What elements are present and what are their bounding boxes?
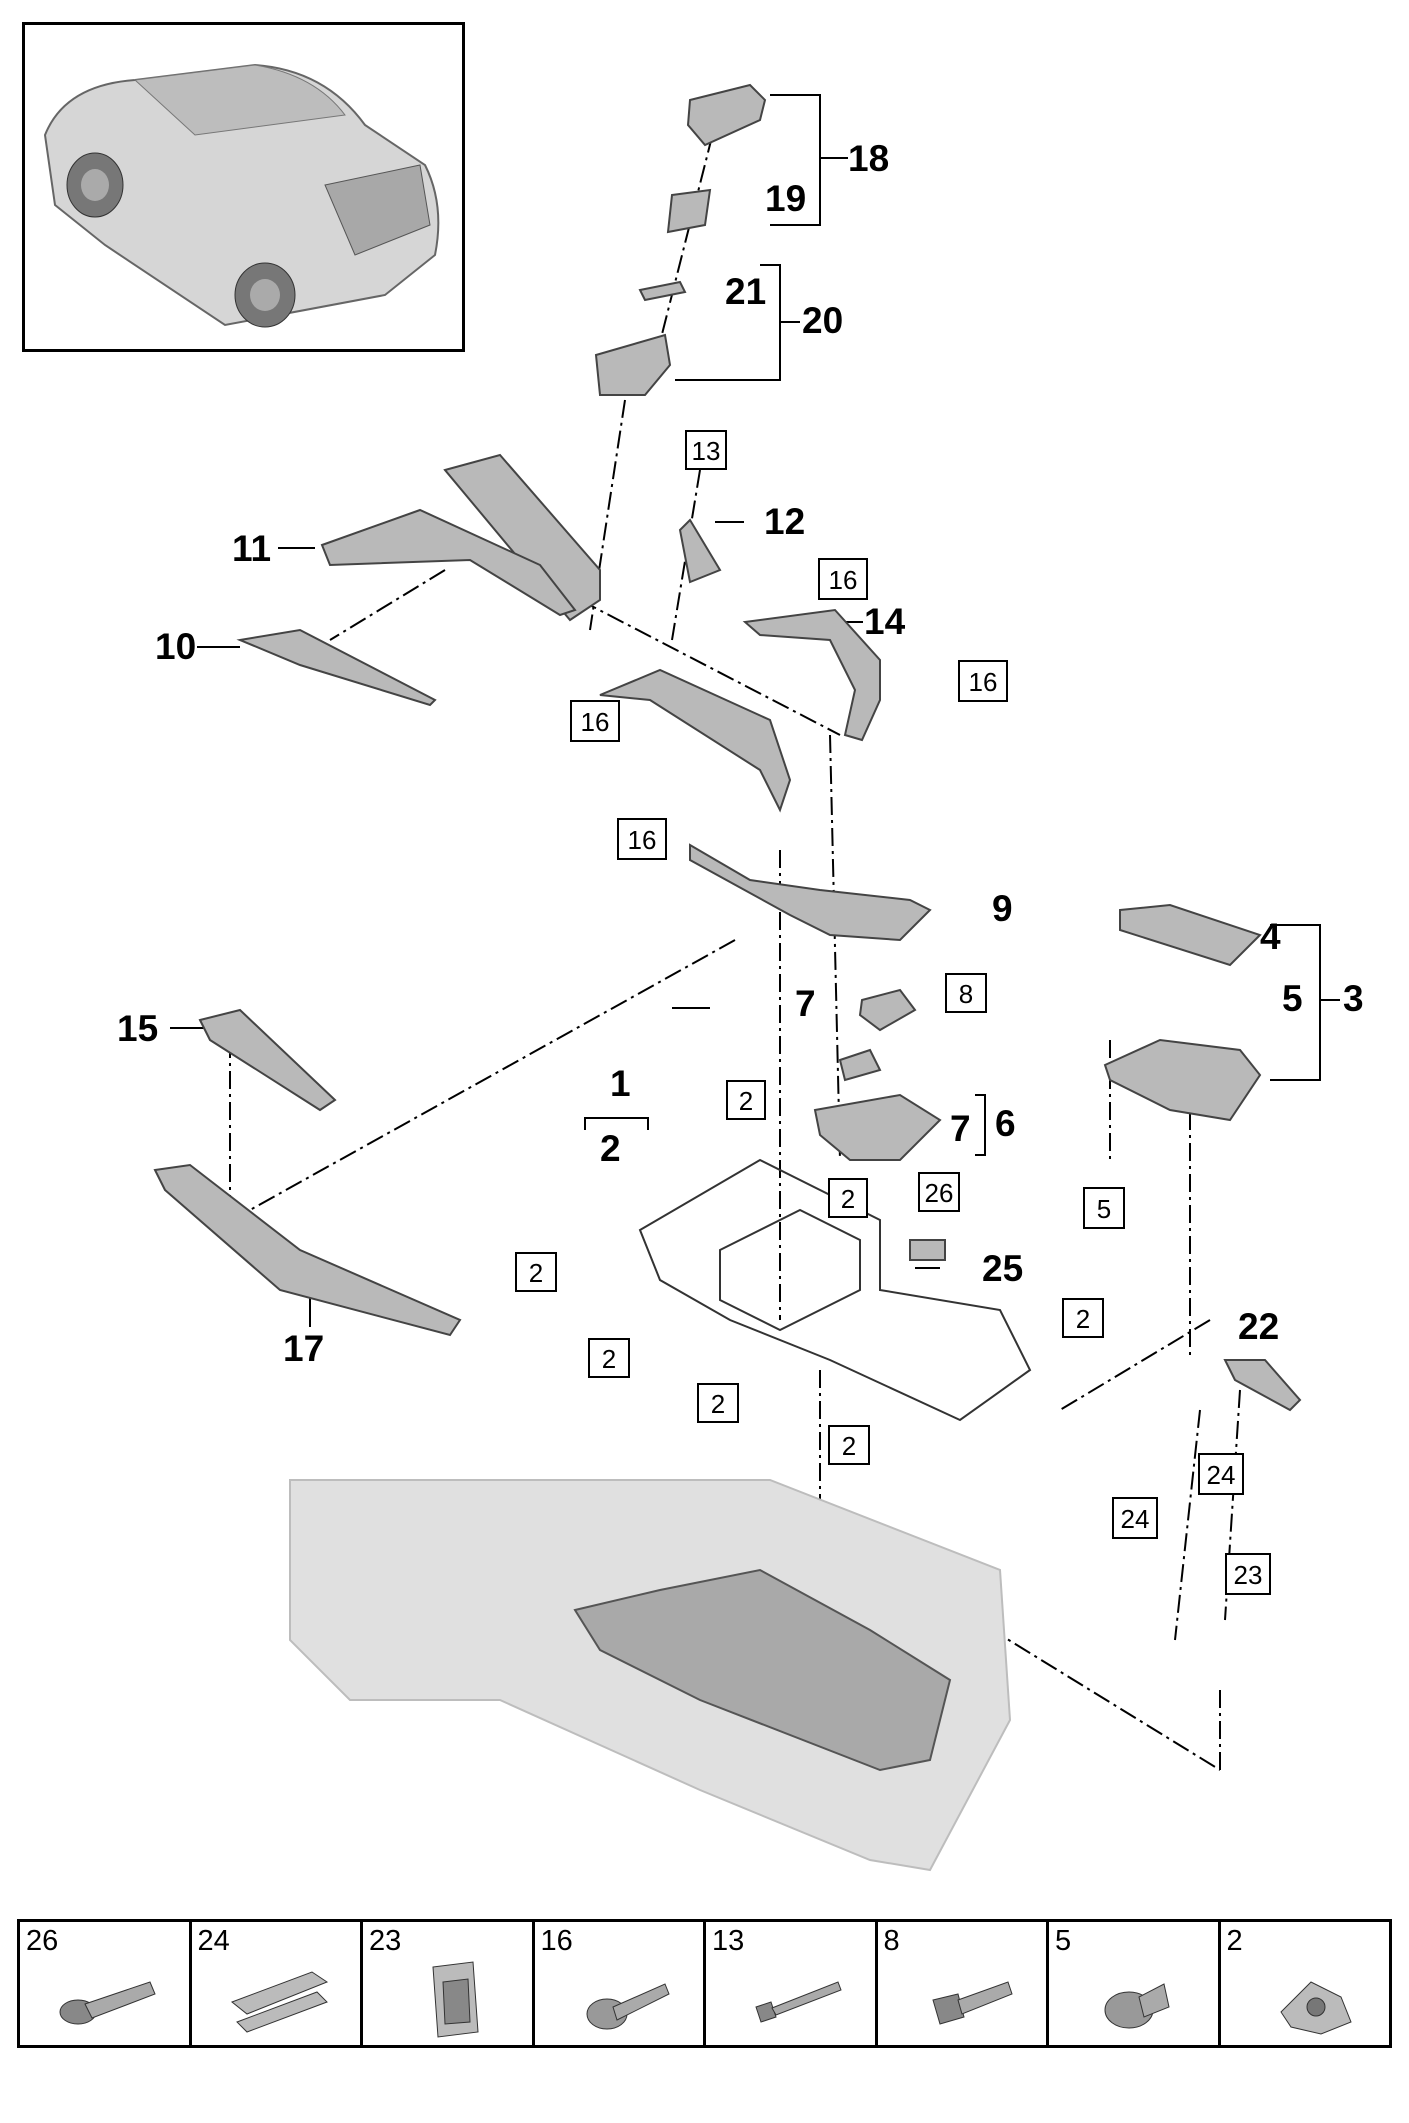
legend-cell-24: 24 — [192, 1922, 363, 2045]
sheet-metal-nut-icon — [1279, 1981, 1352, 2035]
boxed-label-26: 26 — [918, 1172, 960, 1212]
callout-11: 11 — [232, 528, 272, 569]
legend-number: 8 — [883, 1925, 900, 1957]
hex-screw-icon — [755, 1981, 842, 2023]
callout-7-upper: 7 — [795, 983, 816, 1024]
callout-25: 25 — [982, 1248, 1024, 1289]
boxed-label-8: 8 — [945, 973, 987, 1013]
boxed-label-2-g: 2 — [828, 1425, 870, 1465]
boxed-label-5: 5 — [1083, 1187, 1125, 1229]
legend-cell-26: 26 — [20, 1922, 192, 2045]
callout-6: 6 — [995, 1103, 1016, 1144]
legend-number: 23 — [369, 1925, 402, 1957]
legend-number: 26 — [26, 1925, 59, 1957]
legend-cell-23: 23 — [363, 1922, 535, 2045]
boxed-label-2-f: 2 — [697, 1383, 739, 1423]
boxed-label-16-c: 16 — [570, 700, 620, 742]
boxed-label-23: 23 — [1225, 1553, 1271, 1595]
callout-20: 20 — [802, 300, 844, 341]
boxed-label-16-d: 16 — [617, 818, 667, 860]
callout-10: 10 — [155, 626, 197, 667]
callout-15: 15 — [117, 1008, 159, 1049]
legend-number: 16 — [540, 1925, 573, 1957]
boxed-label-13: 13 — [685, 430, 727, 470]
callout-18: 18 — [848, 138, 890, 179]
legend-number: 5 — [1055, 1925, 1072, 1957]
callout-12: 12 — [764, 501, 806, 542]
legend-number: 13 — [712, 1925, 745, 1957]
retaining-clip-icon — [432, 1961, 479, 2038]
legend-cell-5: 5 — [1049, 1922, 1221, 2045]
legend-number: 24 — [197, 1925, 230, 1957]
callout-5: 5 — [1282, 978, 1303, 1019]
boxed-label-16-b: 16 — [958, 660, 1008, 702]
callout-17: 17 — [283, 1328, 325, 1369]
spring-clip-icon — [230, 1971, 328, 2033]
pan-head-screw-icon — [586, 1983, 670, 2030]
boxed-label-16-a: 16 — [818, 558, 868, 600]
callout-22: 22 — [1238, 1306, 1280, 1347]
expansion-rivet-icon — [1104, 1983, 1170, 2029]
callout-21: 21 — [725, 271, 767, 312]
suv-icon — [43, 63, 440, 328]
vehicle-thumbnail-frame — [22, 22, 465, 352]
legend-cell-13: 13 — [706, 1922, 878, 2045]
hardware-legend: 26 24 23 16 13 — [17, 1919, 1392, 2048]
callout-1: 1 — [610, 1063, 631, 1104]
boxed-label-2-b: 2 — [828, 1178, 868, 1218]
callout-14: 14 — [864, 601, 906, 642]
callout-3: 3 — [1343, 978, 1364, 1019]
boxed-label-2-c: 2 — [515, 1252, 557, 1292]
legend-number: 2 — [1226, 1925, 1243, 1957]
legend-cell-2: 2 — [1221, 1922, 1390, 2045]
callout-7-lower: 7 — [950, 1108, 971, 1149]
legend-cell-8: 8 — [878, 1922, 1049, 2045]
boxed-label-2-e: 2 — [588, 1338, 630, 1378]
callout-4: 4 — [1260, 916, 1281, 957]
boxed-label-2-d: 2 — [1062, 1298, 1104, 1338]
flange-bolt-icon — [59, 1981, 156, 2025]
boxed-label-2-a: 2 — [726, 1080, 766, 1120]
legend-cell-16: 16 — [535, 1922, 706, 2045]
boxed-label-24-b: 24 — [1198, 1453, 1244, 1495]
callout-2-frame: 2 — [600, 1128, 621, 1169]
callout-9: 9 — [992, 888, 1013, 929]
hex-bolt-icon — [931, 1981, 1013, 2025]
boxed-label-24-a: 24 — [1112, 1497, 1158, 1539]
callout-19: 19 — [765, 178, 807, 219]
